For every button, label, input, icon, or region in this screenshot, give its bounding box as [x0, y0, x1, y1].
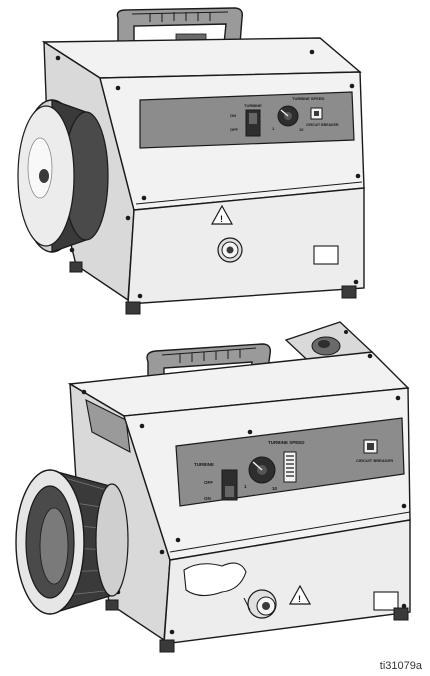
label-plate	[373, 591, 399, 611]
breaker-label: CIRCUIT BREAKER	[356, 458, 393, 463]
warning-triangle	[210, 204, 234, 225]
speed-level-indicator	[283, 451, 297, 483]
warning-symbol: !	[298, 594, 301, 604]
foot	[341, 285, 357, 299]
dial-min-label: 1	[244, 484, 247, 489]
air-filter-cone	[15, 469, 129, 615]
label-plate	[313, 245, 339, 265]
screws	[81, 353, 407, 635]
foot	[69, 261, 83, 273]
breaker-label: CIRCUIT BREAKER	[306, 123, 339, 127]
foot	[159, 639, 175, 653]
front-lower-face	[163, 519, 411, 645]
turbine-drum	[17, 99, 109, 253]
air-outlet-fitting	[243, 589, 277, 619]
switch-label: TURBINE	[244, 103, 262, 108]
side-vent	[85, 399, 131, 453]
dial-label: TURBINE SPEED	[292, 96, 325, 101]
switch-off-label: OFF	[204, 480, 213, 485]
switch-on-label: ON	[204, 496, 211, 501]
dial-max-label: 10	[272, 486, 278, 491]
screws	[55, 49, 361, 299]
air-outlet-fitting	[217, 237, 243, 263]
turbine-unit-top: TURBINE ON OFF TURBINE SPEED 1 10 CIRCUI…	[17, 7, 365, 315]
warning-symbol: !	[220, 214, 223, 224]
foot	[105, 599, 119, 611]
foot	[125, 301, 141, 315]
turbine-unit-bottom: TURBINE OFF ON TURBINE SPEED 1 10 CIRCUI…	[15, 321, 411, 653]
dial-label: TURBINE SPEED	[268, 440, 305, 445]
front-lower-face	[127, 187, 365, 305]
switch-off-label: OFF	[230, 127, 239, 132]
switch-label: TURBINE	[194, 462, 214, 467]
switch-on-label: ON	[230, 113, 236, 118]
figure-id: ti31079a	[379, 660, 422, 672]
warning-triangle	[288, 584, 312, 605]
dial-min-label: 1	[272, 126, 275, 131]
cutaway-label	[183, 562, 247, 597]
foot	[393, 607, 409, 621]
dial-max-label: 10	[299, 127, 304, 132]
